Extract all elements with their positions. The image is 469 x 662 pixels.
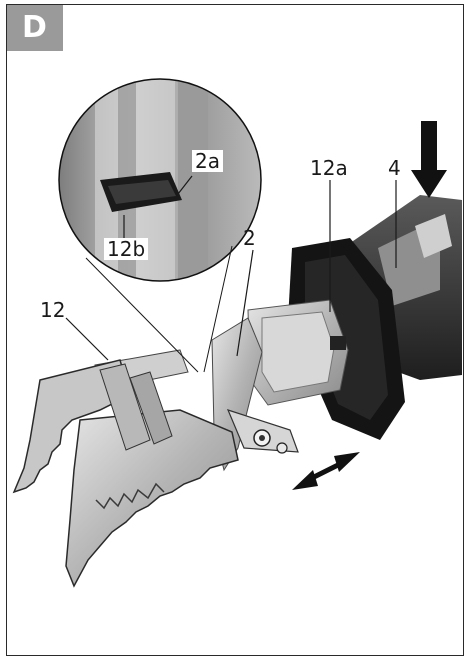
arrow-down-icon [411,121,447,198]
shoe-plate [247,299,349,406]
callout-12a: 12a [310,156,348,180]
callout-12b: 12b [104,238,149,260]
callout-4: 4 [388,156,401,180]
attachment-12 [12,349,299,588]
callout-2: 2 [243,226,256,250]
leader-lines [65,175,397,361]
section-label: D [22,10,48,45]
callout-12: 12 [40,298,66,322]
callout-2a: 2a [192,150,223,172]
section-badge: D [7,5,63,51]
double-arrow-icon [292,452,360,490]
saw-body [288,195,462,440]
